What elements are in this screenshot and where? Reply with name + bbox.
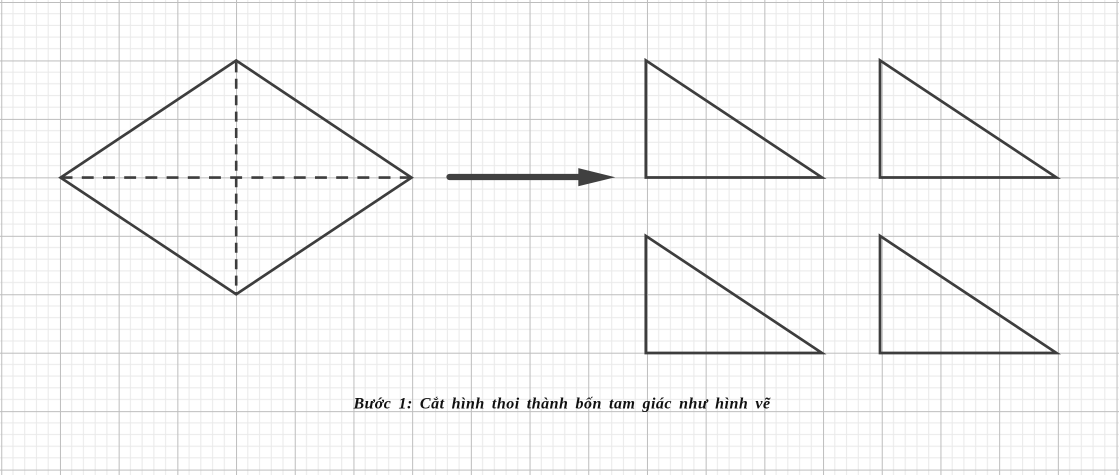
svg-text:Bước 1: Cắt hình thoi thành bố: Bước 1: Cắt hình thoi thành bốn tam giác…: [352, 395, 771, 412]
